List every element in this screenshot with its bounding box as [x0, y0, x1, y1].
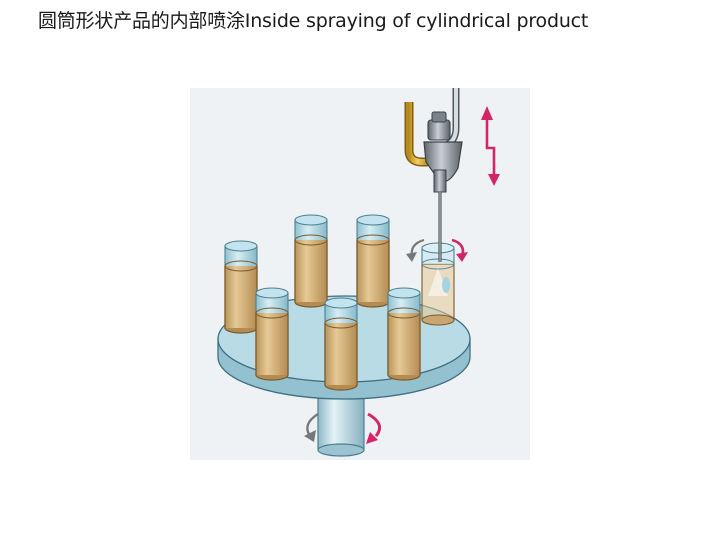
cylinder-back-left — [224, 240, 258, 334]
up-down-arrow-icon — [481, 106, 500, 186]
cylinder-front-left — [255, 287, 289, 381]
cylinder-being-sprayed — [421, 242, 455, 326]
cylinder-back-right — [356, 214, 390, 308]
cylinder-back-center — [294, 214, 328, 308]
page-title: 圆筒形状产品的内部喷涂Inside spraying of cylindrica… — [38, 10, 589, 32]
rotation-arrow-icon — [304, 412, 382, 444]
cylinder-front-center — [324, 297, 358, 391]
spray-gun — [404, 88, 463, 262]
cylinder-front-right — [387, 287, 421, 381]
rotation-arrow-icon — [406, 238, 468, 262]
